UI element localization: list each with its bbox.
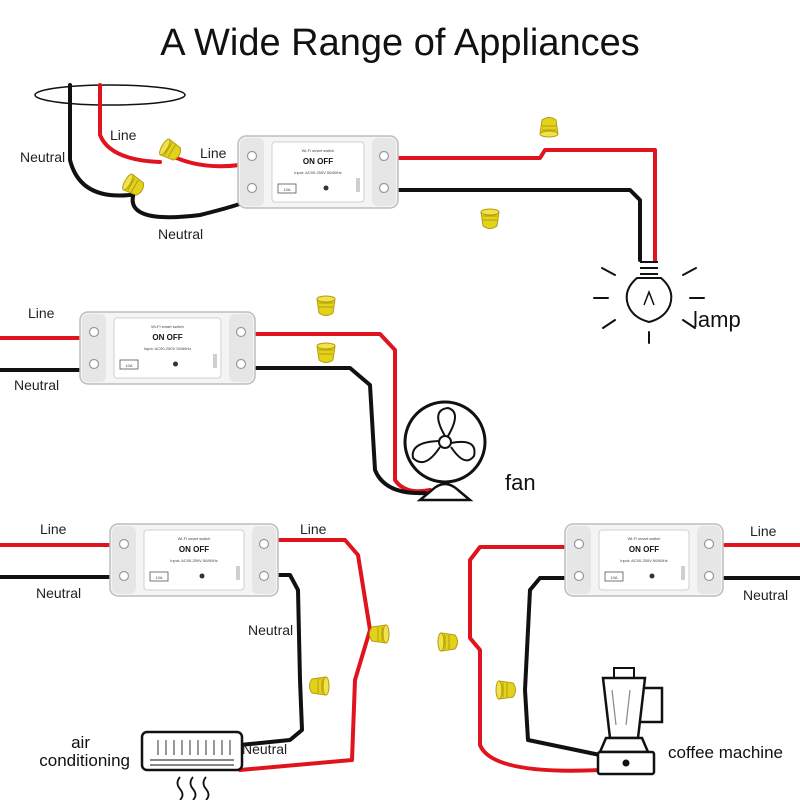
certification-badge-icon [119, 359, 139, 370]
air-conditioner-icon [140, 730, 244, 800]
line-out-wire [393, 148, 657, 262]
light-bulb-icon [593, 261, 705, 344]
wire-label-line: Line [750, 523, 777, 539]
screw-icon [573, 538, 585, 550]
switch-rating-badge: 10A [283, 187, 290, 192]
reset-button-icon [236, 566, 240, 580]
appliance-label-lamp: lamp [693, 307, 741, 332]
screw-icon [573, 570, 585, 582]
certification-badge-icon [604, 571, 624, 582]
certification-badge-icon [149, 571, 169, 582]
neutral-out-wire [248, 366, 427, 496]
fan-diagram: Line Neutral fan [0, 295, 536, 502]
wire-connector-icon [316, 295, 336, 316]
smart-switch-module: Wi-Fi smart switch ON OFF Input: AC90-250V… [237, 135, 399, 209]
blender-icon [596, 667, 664, 776]
switch-on-off-label: ON OFF [179, 545, 209, 554]
status-led-icon [199, 573, 205, 579]
wire-label-line: Line [40, 521, 67, 537]
wire-label-line: Line [28, 305, 55, 321]
certification-badge-icon [277, 183, 297, 194]
reset-button-icon [681, 566, 685, 580]
switch-rating-badge: 10A [610, 575, 617, 580]
line-out-wire [248, 332, 432, 494]
smart-switch-module: Wi-Fi smart switch ON OFF Input: AC90-250V… [564, 523, 724, 597]
screw-icon [703, 538, 715, 550]
screw-icon [246, 182, 258, 194]
switch-caption: Wi-Fi smart switch [178, 536, 211, 541]
reset-button-icon [356, 178, 360, 192]
wire-connector-icon [316, 342, 336, 363]
coffee-machine-diagram: Line Neutral coffee machine [437, 523, 800, 776]
status-led-icon [173, 361, 178, 367]
fan-icon [403, 400, 487, 502]
screw-icon [378, 182, 390, 194]
wire-connector-icon [437, 632, 458, 652]
wire-connector-icon [309, 676, 330, 696]
switch-caption: Wi-Fi smart switch [302, 148, 335, 153]
switch-spec-text: Input: AC90-250V 50/60Hz [620, 558, 668, 563]
neutral-wire [68, 83, 132, 198]
appliance-label-air: air [71, 733, 90, 752]
switch-on-off-label: ON OFF [152, 333, 182, 342]
wire-label-neutral: Neutral [14, 377, 59, 393]
switch-spec-text: Input: AC90-250V 50/60Hz [170, 558, 218, 563]
screw-icon [378, 150, 390, 162]
reset-button-icon [213, 354, 217, 368]
screw-icon [88, 326, 100, 338]
switch-on-off-label: ON OFF [629, 545, 659, 554]
air-conditioning-diagram: Line Neutral Line Neutral Neutral air co… [0, 521, 390, 800]
wire-connector-icon [495, 680, 516, 700]
switch-caption: Wi-Fi smart switch [628, 536, 661, 541]
appliance-label-fan: fan [505, 470, 536, 495]
wire-connector-icon [539, 117, 559, 138]
switch-rating-badge: 10A [155, 575, 162, 580]
line-wire [98, 83, 162, 164]
screw-icon [235, 326, 247, 338]
screw-icon [703, 570, 715, 582]
appliance-label-conditioning: conditioning [39, 751, 130, 770]
wire-label-neutral: Neutral [743, 587, 788, 603]
screw-icon [246, 150, 258, 162]
switch-spec-text: Input: AC90-250V 50/60Hz [144, 346, 192, 351]
lamp-diagram: Line Line Neutral Neutral lamp [20, 83, 741, 344]
neutral-out-wire [523, 576, 602, 757]
wire-label-line: Line [300, 521, 327, 537]
status-led-icon [323, 185, 329, 191]
screw-icon [235, 358, 247, 370]
wire-connector-icon [480, 208, 500, 229]
wire-label-neutral: Neutral [158, 226, 203, 242]
switch-spec-text: Input: AC90-250V 50/60Hz [294, 170, 342, 175]
switch-caption: Wi-Fi smart switch [151, 324, 184, 329]
switch-on-off-label: ON OFF [303, 157, 333, 166]
neutral-out-wire [238, 573, 304, 747]
ceiling-box-icon [34, 84, 186, 106]
wire-label-line: Line [200, 145, 227, 161]
neutral-out-wire [393, 188, 642, 262]
wire-label-neutral: Neutral [248, 622, 293, 638]
screw-icon [258, 538, 270, 550]
neutral-wire [130, 188, 252, 220]
screw-icon [88, 358, 100, 370]
wire-label-neutral: Neutral [36, 585, 81, 601]
page-title: A Wide Range of Appliances [160, 22, 640, 64]
wire-label-line: Line [110, 127, 137, 143]
screw-icon [118, 538, 130, 550]
wire-connector-icon [369, 624, 390, 644]
screw-icon [258, 570, 270, 582]
screw-icon [118, 570, 130, 582]
switch-rating-badge: 10A [125, 363, 132, 368]
line-out-wire [468, 545, 602, 773]
wire-label-neutral: Neutral [20, 149, 65, 165]
smart-switch-module: Wi-Fi smart switch ON OFF Input: AC90-250V… [79, 311, 256, 385]
smart-switch-module: Wi-Fi smart switch ON OFF Input: AC90-250V… [109, 523, 279, 597]
appliance-label-coffee: coffee machine [668, 743, 783, 762]
wire-label-neutral: Neutral [242, 741, 287, 757]
status-led-icon [649, 573, 655, 579]
